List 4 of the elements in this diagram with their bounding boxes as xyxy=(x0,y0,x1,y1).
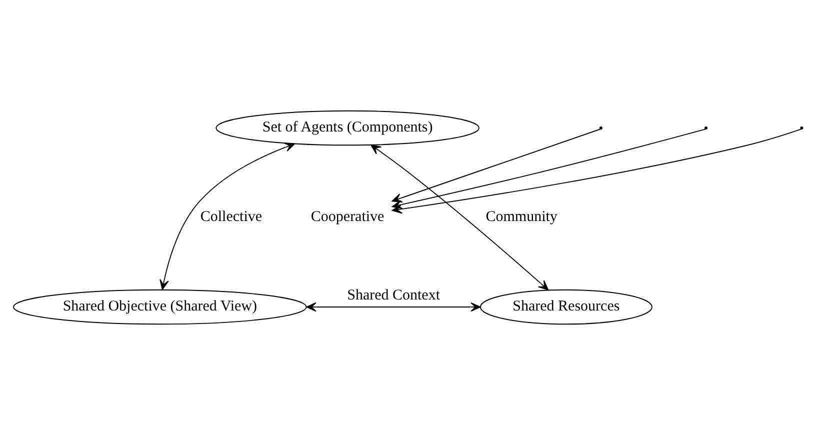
edge-label: Collective xyxy=(200,209,262,226)
edge-label: Community xyxy=(486,209,558,226)
node-text: Cooperative xyxy=(310,209,384,226)
edge-label: Shared Context xyxy=(347,287,440,304)
